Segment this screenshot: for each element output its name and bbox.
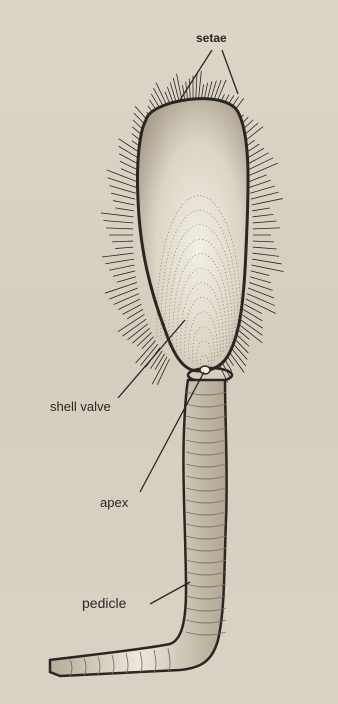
shell-valve-outline xyxy=(137,99,248,371)
seta-bristle xyxy=(117,277,136,283)
seta-bristle xyxy=(252,208,270,211)
seta-bristle xyxy=(107,170,138,182)
seta-bristle xyxy=(247,294,275,306)
pedicle-pointer xyxy=(150,582,190,604)
seta-bristle xyxy=(247,163,278,176)
setae-pointer-right xyxy=(222,50,238,94)
seta-bristle xyxy=(118,299,140,310)
seta-bristle xyxy=(251,199,282,205)
seta-bristle xyxy=(249,282,272,290)
seta-bristle xyxy=(253,228,280,229)
seta-bristle xyxy=(105,282,137,293)
seta-bristle xyxy=(251,192,279,199)
seta-bristle xyxy=(246,299,276,314)
seta-bristle xyxy=(127,324,147,340)
seta-bristle xyxy=(196,73,197,100)
seta-bristle xyxy=(252,214,273,217)
seta-bristle xyxy=(252,259,282,264)
seta-bristle xyxy=(102,253,134,257)
seta-bristle xyxy=(250,277,271,283)
seta-bristle xyxy=(253,241,274,242)
seta-bristle xyxy=(113,271,135,277)
seta-bristle xyxy=(155,354,164,370)
seta-bristle xyxy=(246,158,273,171)
seta-bristle xyxy=(114,294,139,305)
seta-bristle xyxy=(111,193,135,199)
seta-bristle xyxy=(243,309,262,320)
seta-bristle xyxy=(137,333,152,347)
seta-bristle xyxy=(189,79,190,101)
seta-bristle xyxy=(101,213,134,217)
seta-bristle xyxy=(132,328,149,343)
seta-bristle xyxy=(142,337,154,349)
seta-bristle xyxy=(109,185,136,193)
seta-bristle xyxy=(253,247,277,249)
setae-label: setae xyxy=(196,32,227,44)
seta-bristle xyxy=(251,265,283,272)
seta-bristle xyxy=(251,271,269,276)
seta-bristle xyxy=(249,180,271,187)
seta-bristle xyxy=(253,221,277,223)
seta-bristle xyxy=(109,265,134,270)
seta-bristle xyxy=(106,228,133,229)
seta-bristle xyxy=(113,201,134,205)
seta-bristle xyxy=(198,71,201,101)
apex-label: apex xyxy=(100,496,128,509)
seta-bristle xyxy=(105,259,134,264)
seta-bristle xyxy=(248,175,266,182)
seta-bristle xyxy=(252,253,279,256)
shell-valve-label: shell valve xyxy=(50,400,111,413)
pedicle-label: pedicle xyxy=(82,596,126,610)
seta-bristle xyxy=(115,208,134,211)
seta-bristle xyxy=(240,319,263,335)
seta-bristle xyxy=(242,314,263,328)
seta-bristle xyxy=(115,247,133,248)
pedicle-outline xyxy=(50,380,227,676)
seta-bristle xyxy=(250,186,275,193)
seta-bristle xyxy=(103,220,133,222)
seta-bristle xyxy=(112,241,133,242)
seta-bristle xyxy=(109,288,138,299)
apex-center xyxy=(200,366,210,374)
